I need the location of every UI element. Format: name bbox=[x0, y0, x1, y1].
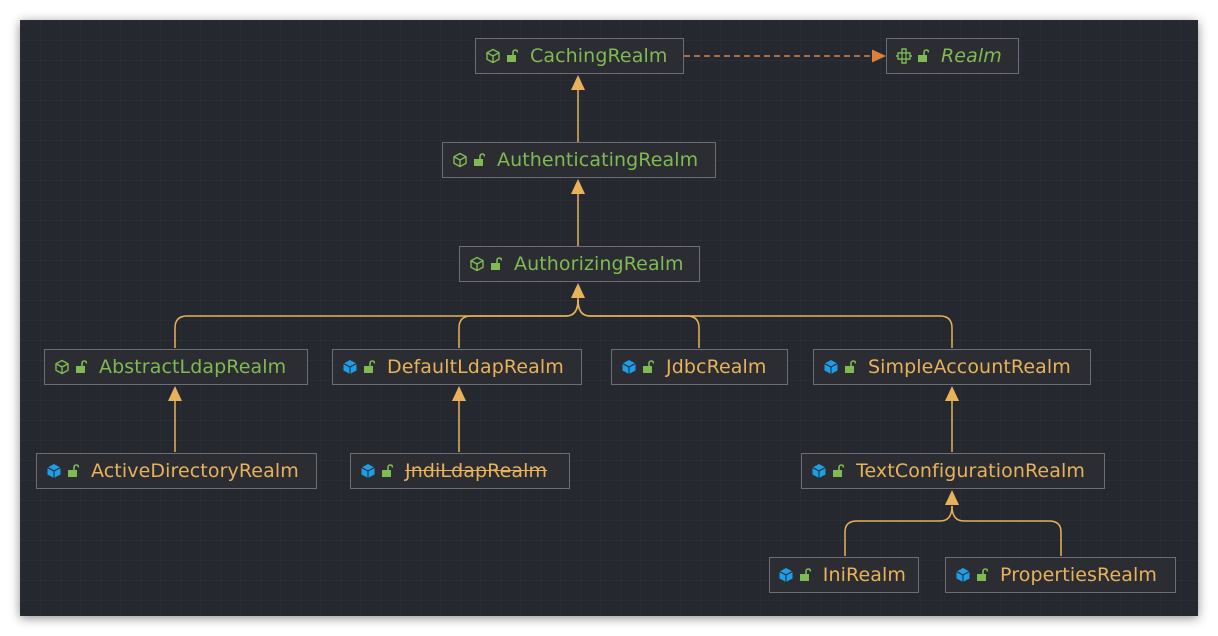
class-name-active-directory-realm: ActiveDirectoryRealm bbox=[91, 460, 299, 482]
class-icon bbox=[341, 358, 359, 376]
node-properties-realm[interactable]: PropertiesRealm bbox=[945, 557, 1176, 593]
arrowhead-simpleaccount bbox=[945, 386, 959, 401]
public-lock-icon bbox=[363, 360, 375, 374]
edge-ini-textconfig bbox=[844, 505, 953, 556]
class-name-jndi-ldap-realm: JndiLdapRealm bbox=[405, 460, 548, 482]
node-authorizing-realm[interactable]: AuthorizingRealm bbox=[459, 246, 700, 282]
interface-name-realm: Realm bbox=[941, 45, 1002, 67]
arrowhead-realm bbox=[872, 49, 886, 63]
node-abstract-ldap-realm[interactable]: AbstractLdapRealm bbox=[44, 349, 308, 385]
public-lock-icon bbox=[917, 49, 929, 63]
class-name-ini-realm: IniRealm bbox=[822, 564, 906, 586]
abstract-class-icon bbox=[468, 255, 486, 273]
arrowhead-authenticating bbox=[571, 179, 585, 194]
edge-abstractldap-authorizing bbox=[174, 299, 579, 348]
arrowhead-textconfig bbox=[945, 490, 959, 505]
public-lock-icon bbox=[381, 464, 393, 478]
edge-simpleaccount-authorizing bbox=[577, 299, 953, 348]
public-lock-icon bbox=[799, 568, 811, 582]
node-ini-realm[interactable]: IniRealm bbox=[769, 557, 919, 593]
public-lock-icon bbox=[473, 153, 485, 167]
node-simple-account-realm[interactable]: SimpleAccountRealm bbox=[813, 349, 1091, 385]
arrowhead-authorizing bbox=[571, 283, 585, 298]
node-active-directory-realm[interactable]: ActiveDirectoryRealm bbox=[36, 453, 317, 489]
edge-properties-textconfig bbox=[951, 505, 1062, 556]
diagram-canvas: CachingRealm Realm AuthenticatingRealm A… bbox=[20, 20, 1198, 616]
class-icon bbox=[822, 358, 840, 376]
class-icon bbox=[359, 462, 377, 480]
class-name-properties-realm: PropertiesRealm bbox=[1000, 564, 1157, 586]
abstract-class-icon bbox=[484, 47, 502, 65]
node-realm[interactable]: Realm bbox=[886, 38, 1019, 74]
class-name-jdbc-realm: JdbcRealm bbox=[666, 356, 767, 378]
class-name-abstract-ldap-realm: AbstractLdapRealm bbox=[99, 356, 287, 378]
arrowhead-caching bbox=[571, 75, 585, 90]
abstract-class-icon bbox=[451, 151, 469, 169]
node-jdbc-realm[interactable]: JdbcRealm bbox=[611, 349, 788, 385]
public-lock-icon bbox=[976, 568, 988, 582]
class-name-text-configuration-realm: TextConfigurationRealm bbox=[856, 460, 1085, 482]
class-icon bbox=[45, 462, 63, 480]
node-caching-realm[interactable]: CachingRealm bbox=[475, 38, 684, 74]
abstract-class-icon bbox=[53, 358, 71, 376]
public-lock-icon bbox=[832, 464, 844, 478]
node-default-ldap-realm[interactable]: DefaultLdapRealm bbox=[332, 349, 582, 385]
edges-layer bbox=[168, 49, 1062, 556]
public-lock-icon bbox=[75, 360, 87, 374]
class-icon bbox=[810, 462, 828, 480]
public-lock-icon bbox=[490, 257, 502, 271]
public-lock-icon bbox=[642, 360, 654, 374]
class-name-authorizing-realm: AuthorizingRealm bbox=[514, 253, 684, 275]
class-icon bbox=[778, 566, 795, 584]
public-lock-icon bbox=[67, 464, 79, 478]
class-name-caching-realm: CachingRealm bbox=[530, 45, 668, 67]
node-text-configuration-realm[interactable]: TextConfigurationRealm bbox=[801, 453, 1105, 489]
interface-icon bbox=[895, 47, 913, 65]
arrowhead-abstractldap bbox=[168, 386, 182, 401]
node-jndi-ldap-realm[interactable]: JndiLdapRealm bbox=[350, 453, 570, 489]
class-icon bbox=[954, 566, 972, 584]
class-name-authenticating-realm: AuthenticatingRealm bbox=[497, 149, 699, 171]
edge-jdbc-authorizing bbox=[577, 299, 700, 348]
class-name-default-ldap-realm: DefaultLdapRealm bbox=[387, 356, 564, 378]
class-icon bbox=[620, 358, 638, 376]
class-name-simple-account-realm: SimpleAccountRealm bbox=[868, 356, 1071, 378]
public-lock-icon bbox=[506, 49, 518, 63]
edge-defaultldap-authorizing bbox=[458, 299, 579, 348]
arrowhead-defaultldap bbox=[452, 386, 466, 401]
node-authenticating-realm[interactable]: AuthenticatingRealm bbox=[442, 142, 716, 178]
public-lock-icon bbox=[844, 360, 856, 374]
